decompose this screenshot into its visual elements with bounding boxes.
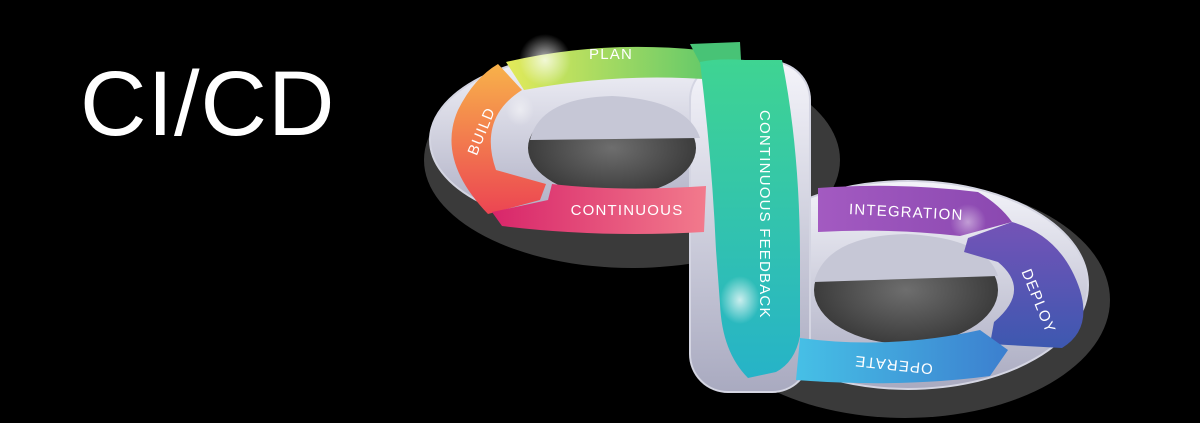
segment-deploy: DEPLOY [964,222,1084,348]
gloss-highlights [506,34,986,324]
segment-operate: OPERATE [796,330,1008,384]
loop-holes [528,96,998,344]
continuous-label: CONTINUOUS [571,202,684,219]
page-title: CI/CD [80,53,336,155]
plan-label: PLAN [589,46,633,63]
integration-label: INTEGRATION [849,201,964,224]
segment-continuous: CONTINUOUS [492,184,706,234]
continuous-feedback-label: CONTINUOUS FEEDBACK [756,110,773,319]
